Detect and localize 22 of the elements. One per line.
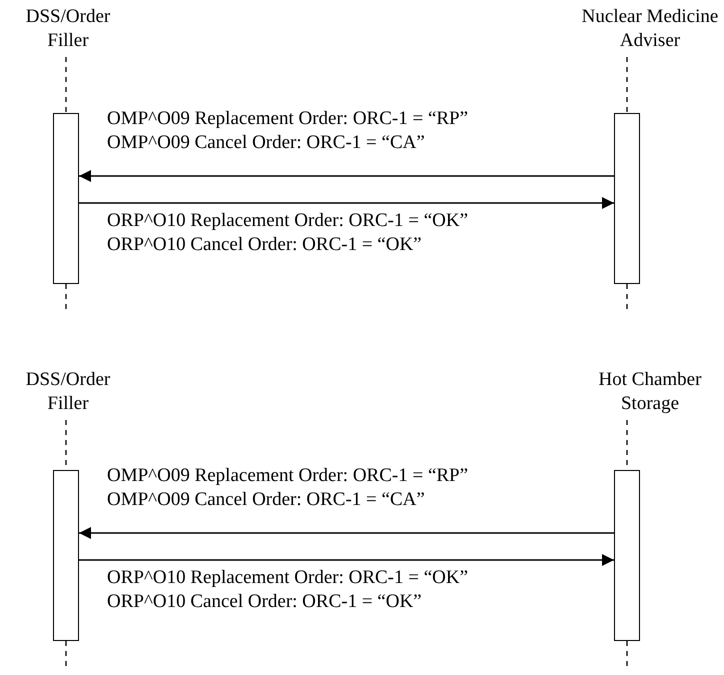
message-text: OMP^O09 Replacement Order: ORC-1 = “RP” — [107, 464, 468, 488]
message-arrow — [79, 197, 614, 209]
participant-name: DSS/Order Filler — [8, 368, 128, 416]
lifeline — [626, 57, 628, 113]
message-text: OMP^O09 Replacement Order: ORC-1 = “RP” — [107, 107, 468, 131]
message-text: ORP^O10 Replacement Order: ORC-1 = “OK” — [107, 566, 468, 590]
activation-bar — [614, 113, 640, 284]
participant-name: Hot Chamber Storage — [570, 368, 724, 416]
message-text: ORP^O10 Cancel Order: ORC-1 = “OK” — [107, 590, 422, 614]
participant-name: DSS/Order Filler — [8, 5, 128, 53]
activation-bar — [53, 113, 79, 284]
message-arrow — [79, 170, 614, 182]
message-arrow — [79, 554, 614, 566]
message-text: ORP^O10 Replacement Order: ORC-1 = “OK” — [107, 209, 468, 233]
activation-bar — [614, 470, 640, 641]
message-text: OMP^O09 Cancel Order: ORC-1 = “CA” — [107, 488, 425, 512]
activation-bar — [53, 470, 79, 641]
message-text: OMP^O09 Cancel Order: ORC-1 = “CA” — [107, 131, 425, 155]
lifeline — [65, 57, 67, 113]
message-arrow — [79, 527, 614, 539]
message-text: ORP^O10 Cancel Order: ORC-1 = “OK” — [107, 233, 422, 257]
participant-name: Nuclear Medicine Adviser — [570, 5, 724, 53]
